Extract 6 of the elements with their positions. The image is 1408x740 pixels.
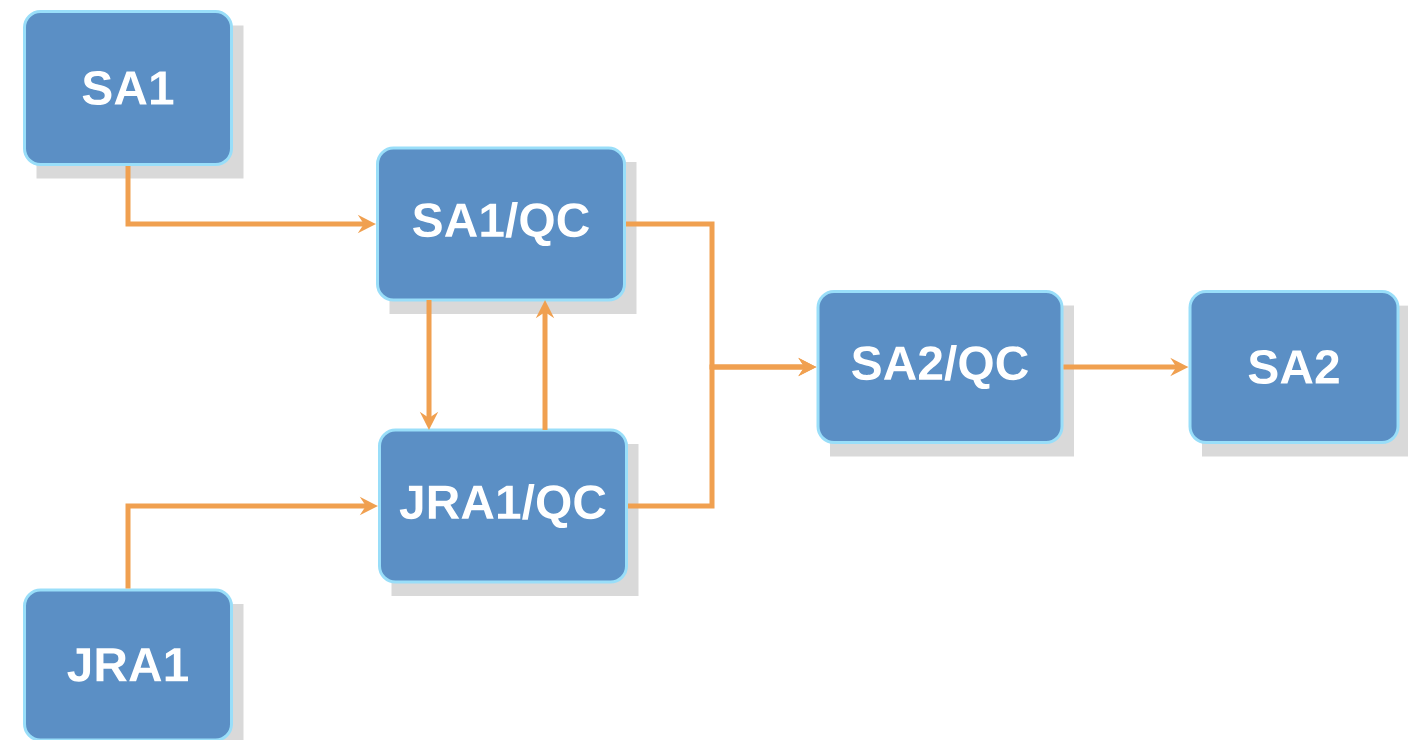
process-box: SA2 [1188,290,1408,457]
process-box: SA1 [23,10,244,179]
process-box: SA1/QC [376,146,637,314]
process-box: JRA1 [23,588,244,740]
process-box: SA2/QC [816,290,1074,457]
process-box: JRA1/QC [378,428,639,596]
